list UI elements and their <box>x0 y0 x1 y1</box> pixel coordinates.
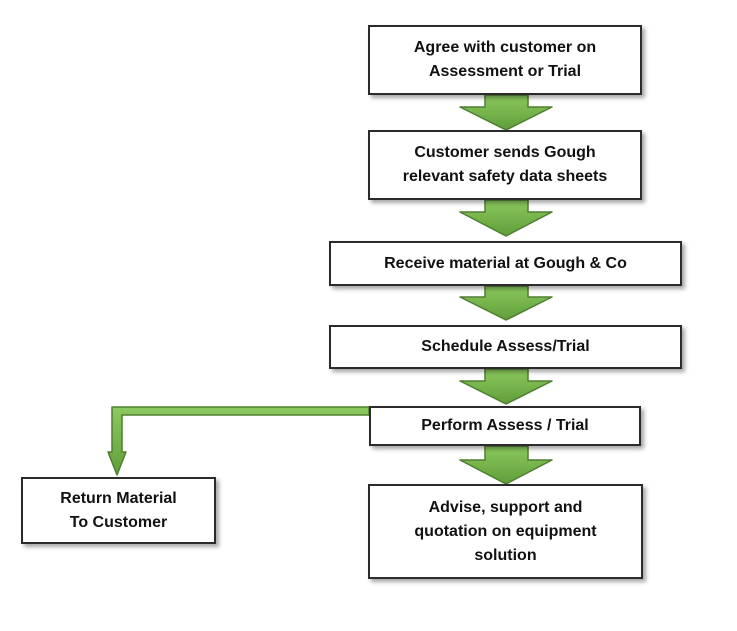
step-advise-label: Advise, support and quotation on equipme… <box>414 498 597 564</box>
step-schedule: Schedule Assess/Trial <box>329 325 682 369</box>
down-arrow-4 <box>459 368 553 405</box>
down-arrow-2 <box>459 199 553 237</box>
step-return-label: Return Material To Customer <box>60 489 177 531</box>
step-schedule-label: Schedule Assess/Trial <box>421 338 590 355</box>
down-arrow-3 <box>459 285 553 321</box>
step-perform-label: Perform Assess / Trial <box>421 417 589 434</box>
step-receive-label: Receive material at Gough & Co <box>384 254 627 272</box>
step-send-sheets-label: Customer sends Gough relevant safety dat… <box>402 144 608 185</box>
step-agree-label: Agree with customer on Assessment or Tri… <box>413 39 597 80</box>
step-receive: Receive material at Gough & Co <box>329 241 682 286</box>
step-advise: Advise, support and quotation on equipme… <box>368 484 643 579</box>
step-return: Return Material To Customer <box>21 477 216 544</box>
step-perform: Perform Assess / Trial <box>369 406 641 446</box>
down-arrow-5 <box>459 445 553 485</box>
down-arrow-1 <box>459 94 553 131</box>
step-agree: Agree with customer on Assessment or Tri… <box>368 25 642 95</box>
step-send-sheets: Customer sends Gough relevant safety dat… <box>368 130 642 200</box>
elbow-arrow-return <box>107 406 370 476</box>
